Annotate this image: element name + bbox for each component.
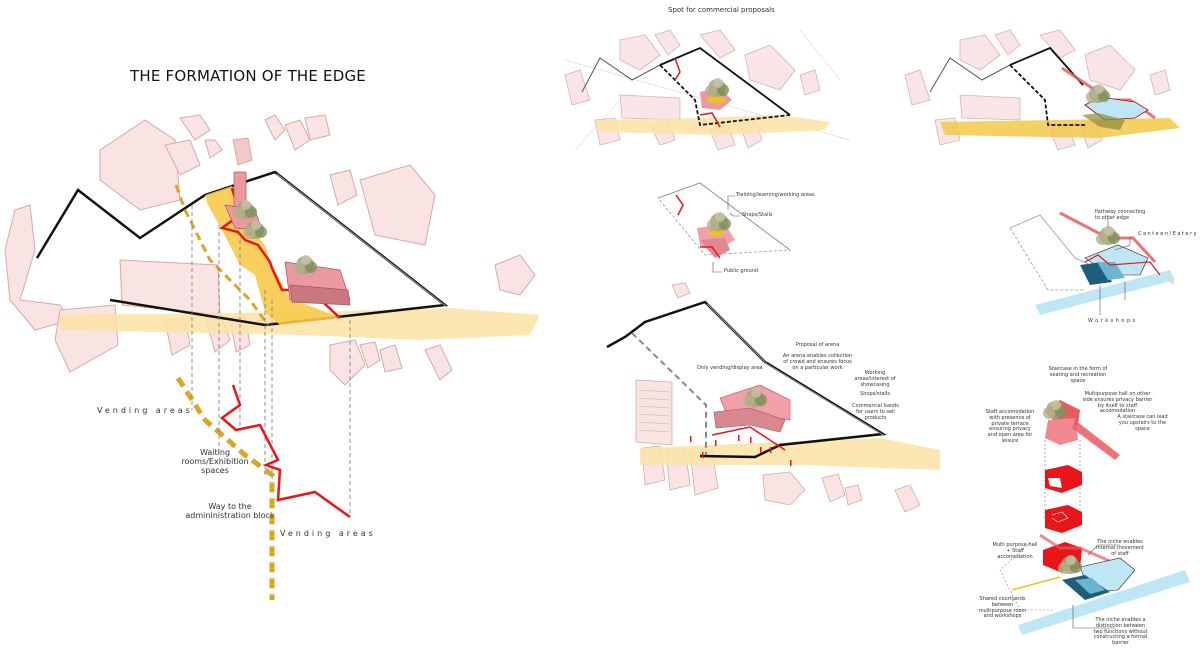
label-public-ground: Public ground: [724, 268, 759, 274]
label-staff-accommodation: Staff accomodation with presence of priv…: [985, 409, 1035, 444]
label-training-areas: Training/learning/working areas: [736, 192, 815, 198]
label-vending-display: Only vending/display area: [697, 365, 763, 371]
exploded-axonometric: [1043, 400, 1120, 533]
niche-diagram: [999, 533, 1190, 635]
label-waiting-rooms: Waiting rooms/Exhibition spaces: [181, 448, 249, 476]
label-commercial-bands: Commercial bands for users to sell produ…: [852, 403, 899, 421]
label-multipurpose-hall: Multipurpose hall on other side ensures …: [1082, 391, 1153, 415]
label-spot-commercial: Spot for commercial proposals: [668, 6, 775, 14]
label-vending-areas-bottom: Vending areas: [280, 529, 376, 538]
label-proposal-text: An arena enables collection of crowd and…: [782, 353, 853, 371]
label-multipurpose-staff: Multi purpose-hall + Staff accomodation: [992, 542, 1038, 560]
label-staircase-lead: A staircase can lead you upstairs to the…: [1117, 414, 1168, 432]
arena-proposal-diagram: [606, 282, 940, 513]
label-working-areas: Working areas/interest of showcasing: [854, 370, 896, 388]
label-proposal-title: Proposal of arena: [795, 342, 840, 348]
program-diagram-small: [657, 182, 792, 273]
label-niche-distinction: The niche enables a distinction between …: [1093, 617, 1148, 646]
label-way-to-admin: Way to the admininistration block: [185, 502, 275, 521]
canteen-workshop-diagram: [1009, 211, 1175, 315]
label-canteen: Canteen/Eatery: [1138, 231, 1198, 237]
label-shops-stalls-2: Shops/stalls: [860, 391, 890, 397]
label-niche-internal: The niche enables internal movement of s…: [1096, 539, 1144, 557]
left-site-plan: [4, 114, 540, 600]
main-title: THE FORMATION OF THE EDGE: [130, 67, 366, 85]
label-pathway: Pathway connecting to other edge: [1095, 209, 1146, 221]
label-vending-areas-top: Vending areas: [97, 406, 193, 415]
pathway-map: [904, 29, 1180, 151]
commercial-spot-map: [564, 29, 851, 151]
label-shared-courtyards: Shared courtyards between multipurpose r…: [978, 596, 1027, 620]
label-workshops: Workshops: [1088, 318, 1138, 324]
label-staircase: Staircase in the form of seating and rec…: [1048, 366, 1108, 384]
label-shops-stalls: Shops/Stalls: [742, 212, 773, 218]
